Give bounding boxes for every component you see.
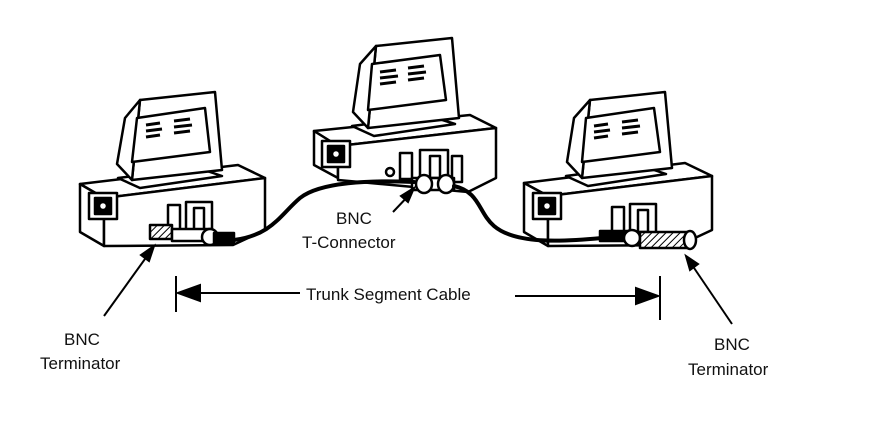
left-terminator-label-line1: BNC [64,330,100,349]
left-terminator-label-line2: Terminator [40,354,121,373]
right-terminator-label-line2: Terminator [688,360,769,379]
tconnector-label-line2: T-Connector [302,233,396,252]
computer-right [522,90,714,251]
tconnector-label-line1: BNC [336,209,372,228]
cable-label: Trunk Segment Cable [306,285,471,304]
computer-left [78,90,267,248]
right-terminator-label-line1: BNC [714,335,750,354]
computer-middle [312,36,498,195]
arrows [103,185,733,325]
trunk-cable [232,179,604,243]
